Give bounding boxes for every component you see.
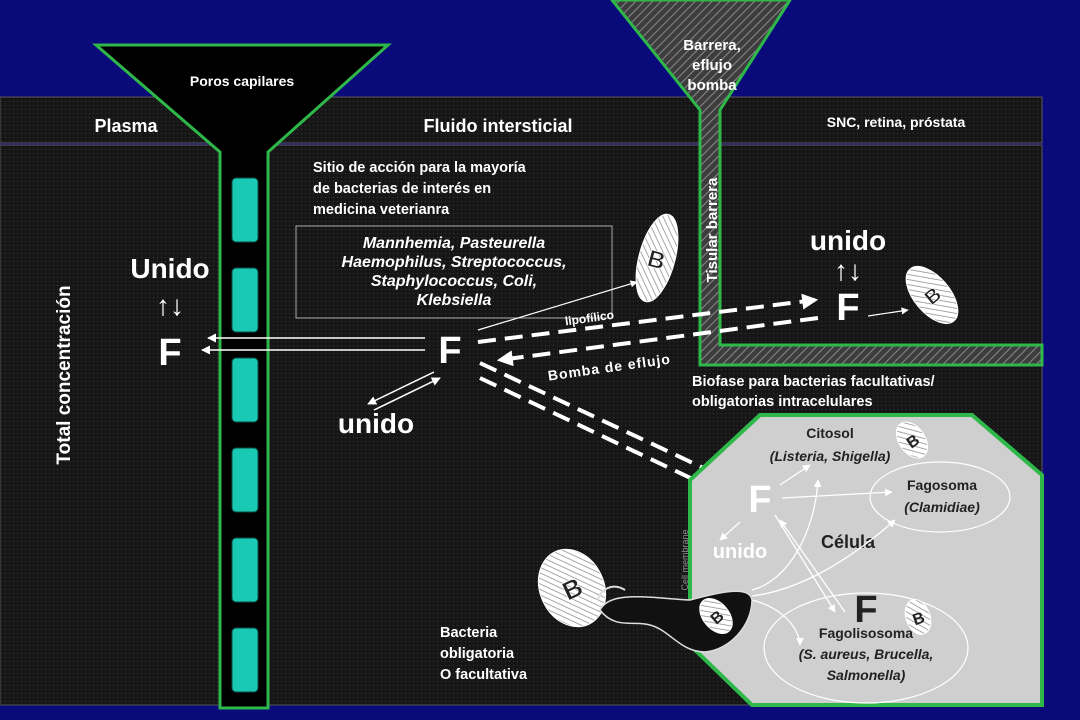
lipophilic-label: lipofílico xyxy=(564,308,615,329)
interstitial-bound-arrow-1 xyxy=(367,371,435,405)
intracellular-dashed-arrow-1 xyxy=(479,361,713,474)
interstitial-free-drug: F xyxy=(438,330,461,372)
interstitial-bound-arrow-2 xyxy=(373,377,441,411)
phagolysosome-species-2: Salmonella) xyxy=(827,667,906,683)
biophase-line-2: obligatorias intracelulares xyxy=(692,394,873,410)
cell-body xyxy=(688,413,1044,707)
svg-text:B: B xyxy=(911,609,928,629)
barrier-label-1: Barrera, xyxy=(683,37,741,54)
bacteria-note-2: obligatoria xyxy=(440,646,515,662)
phagosome-species: (Clamidiae) xyxy=(904,499,980,515)
species-line-4: Klebsiella xyxy=(417,292,492,309)
cns-equilibrium-arrows: ↑↓ xyxy=(834,255,862,286)
engulfing-bacterium: B xyxy=(537,548,607,628)
lipophilic-dashed-arrow xyxy=(477,293,819,344)
total-concentration-label: Total concentración xyxy=(54,285,75,464)
intracellular-dashed-arrow-2 xyxy=(479,376,721,494)
site-text-1: Sitio de acción para la mayoría xyxy=(313,160,527,176)
cns-bacterium: B xyxy=(905,266,959,324)
cell-free-drug-bottom: F xyxy=(854,589,877,631)
extracellular-bacterium: B xyxy=(635,213,679,303)
species-line-1: Mannhemia, Pasteurella xyxy=(363,235,545,252)
cell-membrane-label: Cell membrane xyxy=(680,529,690,590)
species-box xyxy=(295,225,613,319)
cytosol-species: (Listeria, Shigella) xyxy=(770,448,891,464)
capillary-pores xyxy=(231,177,259,693)
cell-free-drug-top: F xyxy=(748,479,771,521)
plasma-free-drug: F xyxy=(158,332,181,374)
cytosol-title: Citosol xyxy=(806,425,853,441)
cytosol-bacterium: B xyxy=(895,421,929,459)
phagosome xyxy=(869,461,1011,533)
engulfed-bacterium: B xyxy=(699,598,733,634)
arrow-to-bacterium xyxy=(477,280,638,331)
pore xyxy=(231,627,259,693)
phagolysosome xyxy=(763,592,969,704)
cns-free-drug: F xyxy=(836,287,859,329)
pore xyxy=(231,267,259,333)
bacteria-note-1: Bacteria xyxy=(440,625,498,641)
plasma-header: Plasma xyxy=(94,116,158,136)
capillary-pores-label: Poros capilares xyxy=(190,73,294,89)
species-line-3: Staphylococcus, Coli, xyxy=(371,273,537,290)
pseudopod-arm xyxy=(597,585,626,601)
biophase-line-1: Biofase para bacterias facultativas/ xyxy=(692,374,935,390)
pore xyxy=(231,447,259,513)
interstitial-bound-label: unido xyxy=(338,408,414,439)
tissue-barrier-label: Tisular barrera xyxy=(704,177,721,282)
cns-bound-label: unido xyxy=(810,225,886,256)
barrier-label-2: eflujo xyxy=(692,57,732,74)
phagolysosome-title: Fagolisosoma xyxy=(819,625,913,641)
barrier-funnel xyxy=(610,0,1044,367)
phagosome-title: Fagosoma xyxy=(907,477,977,493)
pore xyxy=(231,537,259,603)
cns-header: SNC, retina, próstata xyxy=(827,114,966,130)
pore xyxy=(231,357,259,423)
bacteria-note-3: O facultativa xyxy=(440,667,528,683)
plasma-equilibrium-arrows: ↑↓ xyxy=(156,290,184,321)
interstitial-header: Fluido intersticial xyxy=(423,116,572,136)
cell-internal-arrows xyxy=(719,464,896,646)
pore xyxy=(231,177,259,243)
plasma-bound-label: Unido xyxy=(130,253,209,284)
cell-bound-label: unido xyxy=(713,541,767,563)
cns-arrow-to-bacterium xyxy=(867,307,909,317)
site-text-2: de bacterias de interés en xyxy=(313,181,491,197)
site-text-3: medicina veterianra xyxy=(313,202,450,218)
phagolysosome-species-1: (S. aureus, Brucella, xyxy=(799,646,934,662)
species-line-2: Haemophilus, Streptococcus, xyxy=(342,254,567,271)
phagolysosome-bacterium: B xyxy=(904,599,932,635)
barrier-label-3: bomba xyxy=(687,77,737,94)
